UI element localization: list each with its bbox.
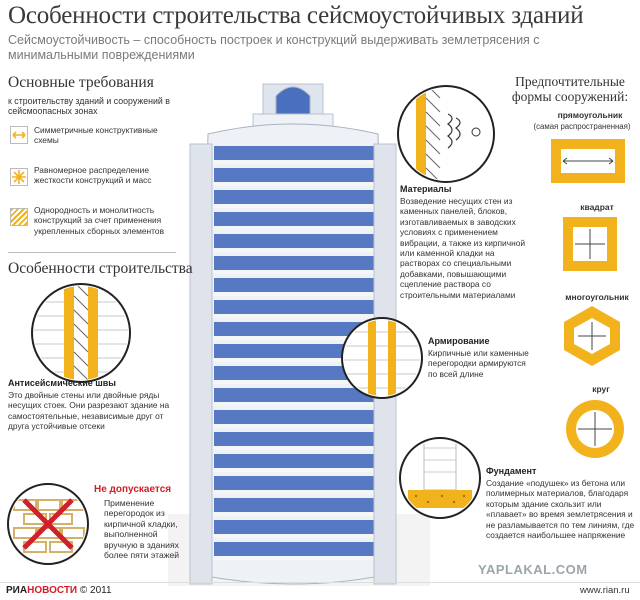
- forbidden-brick-illustration: [7, 483, 89, 565]
- copyright-text: © 2011: [79, 585, 112, 596]
- building-floor-slab: [208, 468, 380, 472]
- foundation-title: Фундамент: [486, 466, 537, 476]
- building-window-band: [214, 344, 374, 358]
- shape-label-polygon: многоугольник: [565, 292, 629, 302]
- building-window-band: [214, 190, 374, 204]
- building-window-band: [214, 498, 374, 512]
- shapes-heading: Предпочтительные формы сооружений:: [511, 74, 629, 104]
- hatched-square-icon: [10, 208, 28, 226]
- building-floor-slab: [208, 292, 380, 296]
- building-floor-slab: [208, 160, 380, 164]
- building-window-band: [214, 278, 374, 292]
- building-floor-slab: [208, 380, 380, 384]
- requirement-item-2: Равномерное распределение жесткости конс…: [34, 165, 152, 186]
- circle-shape-icon: [566, 400, 624, 458]
- rectangle-shape-icon: [551, 139, 625, 183]
- building-floor-slab: [208, 314, 380, 318]
- foundation-circle-illustration: [399, 437, 481, 519]
- polygon-shape-icon: [564, 306, 620, 366]
- building-floor-slab: [208, 512, 380, 516]
- building-floor-slab: [208, 182, 380, 186]
- building-window-band: [214, 542, 374, 556]
- star-burst-icon: [10, 168, 28, 186]
- building-floor-slab: [208, 358, 380, 362]
- building-window-band: [214, 234, 374, 248]
- requirement-item-1: Симметричные конструктивные схемы: [34, 125, 158, 146]
- building-floor-slab: [208, 446, 380, 450]
- building-window-band: [214, 212, 374, 226]
- building-window-band: [214, 432, 374, 446]
- requirements-heading: Основные требования: [8, 74, 154, 91]
- square-shape-icon: [563, 217, 617, 271]
- building-window-band: [214, 300, 374, 314]
- building-floor-slab: [208, 402, 380, 406]
- requirement-item-3: Однородность и монолитность конструкций …: [34, 205, 165, 236]
- building-floor-slab: [208, 270, 380, 274]
- materials-circle-illustration: [397, 85, 495, 183]
- reinforcement-text: Кирпичные или каменные перегородки армир…: [428, 348, 529, 379]
- features-heading: Особенности строительства: [8, 260, 193, 277]
- building-window-band: [214, 146, 374, 160]
- building-window-band: [214, 322, 374, 336]
- building-floor-slab: [208, 336, 380, 340]
- building-floor-slab: [208, 204, 380, 208]
- seams-circle-illustration: [31, 283, 131, 383]
- shape-label-circle: круг: [592, 384, 610, 394]
- materials-title: Материалы: [400, 184, 452, 194]
- page-subtitle: Сейсмоустойчивость – способность построе…: [8, 33, 540, 62]
- forbidden-text: Применение перегородок из кирпичной клад…: [104, 498, 180, 561]
- page-title: Особенности строительства сейсмоустойчив…: [8, 2, 584, 29]
- building-window-band: [214, 410, 374, 424]
- footer: [0, 582, 640, 600]
- building-illustration: [168, 83, 430, 586]
- building-window-band: [214, 520, 374, 534]
- building-floor-slab: [208, 534, 380, 538]
- section-divider: [8, 252, 176, 253]
- reinforcement-circle-illustration: [341, 317, 423, 399]
- symmetric-arrows-icon: [10, 126, 28, 144]
- logo-novosti-text: НОВОСТИ: [27, 585, 78, 596]
- building-window-band: [214, 476, 374, 490]
- shape-note-rectangle: (самая распространенная): [533, 122, 631, 131]
- building-floor-slab: [208, 556, 380, 560]
- site-url: www.rian.ru: [580, 585, 630, 596]
- building-floor-slab: [208, 424, 380, 428]
- building-window-band: [214, 388, 374, 402]
- building-window-band: [214, 256, 374, 270]
- building-floor-slab: [208, 226, 380, 230]
- ria-novosti-logo: РИАНОВОСТИ © 2011: [6, 585, 112, 596]
- building-floor-slab: [208, 490, 380, 494]
- building-window-band: [214, 366, 374, 380]
- building-window-band: [214, 168, 374, 182]
- seams-text: Это двойные стены или двойные ряды несущ…: [8, 390, 170, 432]
- foundation-text: Создание «подушек» из бетона или полимер…: [486, 478, 635, 541]
- seams-title: Антисейсмические швы: [8, 378, 116, 388]
- watermark: YAPLAKAL.COM: [478, 562, 588, 577]
- forbidden-title: Не допускается: [94, 484, 172, 495]
- shape-label-rectangle: прямоугольник: [557, 110, 623, 120]
- materials-text: Возведение несущих стен из каменных пане…: [400, 196, 526, 300]
- shape-label-square: квадрат: [580, 202, 614, 212]
- logo-ria-text: РИА: [6, 585, 28, 596]
- building-window-band: [214, 454, 374, 468]
- building-floor-slab: [208, 248, 380, 252]
- reinforcement-title: Армирование: [428, 336, 490, 346]
- requirements-intro: к строительству зданий и сооружений в се…: [8, 96, 170, 117]
